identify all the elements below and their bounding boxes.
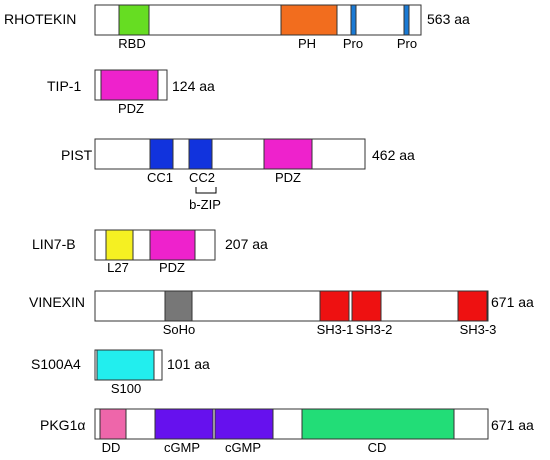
domain-label-pdz: PDZ [275,170,301,185]
protein-length-s100a4: 101 aa [167,356,210,372]
bzip-bracket [195,187,217,194]
domain-label-sh3-2: SH3-2 [356,322,393,337]
protein-row-vinexin: VINEXIN 671 aa SoHo SH3-1 SH3-2 SH3-3 [29,290,534,337]
domain-ph [280,4,338,36]
protein-row-lin7-b: LIN7-B 207 aa L27 PDZ [32,229,268,275]
domain-label-pro-1: Pro [343,36,363,51]
domain-pro-2 [403,4,410,36]
domain-label-soho: SoHo [163,322,196,337]
protein-row-tip-1: TIP-1 124 aa PDZ [47,69,215,116]
domain-s100 [96,349,155,381]
domain-label-pdz: PDZ [159,260,185,275]
domain-label-cc2: CC2 [189,170,215,185]
domain-sh3-3 [457,290,488,322]
domain-label-sh3-3: SH3-3 [460,322,497,337]
domain-label-dd: DD [102,440,121,455]
protein-name-lin7-b: LIN7-B [32,236,76,252]
domain-sh3-2 [351,290,382,322]
protein-name-pist: PIST [61,147,93,163]
protein-row-s100a4: S100A4 101 aa S100 [31,349,210,396]
domain-cd [301,408,455,440]
domain-soho [164,290,193,322]
domain-label-l27: L27 [107,260,129,275]
protein-name-tip-1: TIP-1 [47,78,81,94]
protein-row-pkg1a: PKG1α 671 aa DD cGMP cGMP CD [40,408,534,455]
protein-name-s100a4: S100A4 [31,356,81,372]
domain-label-s100: S100 [111,381,141,396]
domain-label-rbd: RBD [118,36,145,51]
domain-label-cd: CD [368,440,387,455]
domain-sh3-1 [319,290,350,322]
domain-dd [99,408,127,440]
protein-bar-pist [94,138,366,170]
protein-length-lin7-b: 207 aa [225,236,268,252]
domain-rbd [118,4,150,36]
domain-label-cgmp-2: cGMP [225,440,261,455]
protein-name-rhotekin: RHOTEKIN [4,11,76,27]
protein-row-rhotekin: RHOTEKIN 563 aa RBD PH Pro Pro [4,4,470,51]
domain-cgmp-2 [214,408,274,440]
domain-pro-1 [350,4,357,36]
protein-name-pkg1a: PKG1α [40,417,85,433]
domain-cgmp-1 [154,408,214,440]
annotation-label-bzip: b-ZIP [189,197,221,212]
domain-label-pdz: PDZ [118,101,144,116]
domain-pdz [149,229,196,261]
domain-label-ph: PH [298,36,316,51]
protein-length-vinexin: 671 aa [491,294,534,310]
protein-name-vinexin: VINEXIN [29,294,85,310]
domain-label-cgmp-1: cGMP [164,440,200,455]
domain-cc2 [188,138,213,170]
domain-cc1 [149,138,174,170]
protein-length-pist: 462 aa [372,147,415,163]
protein-row-pist: PIST 462 aa CC1 CC2 PDZ b-ZIP [61,138,415,212]
domain-label-sh3-1: SH3-1 [317,322,354,337]
domain-label-cc1: CC1 [147,170,173,185]
protein-length-pkg1a: 671 aa [491,417,534,433]
domain-l27 [105,229,134,261]
protein-bar-vinexin [94,290,489,322]
domain-pdz [263,138,313,170]
domain-label-pro-2: Pro [397,36,417,51]
domain-pdz [100,69,159,101]
protein-length-tip-1: 124 aa [172,78,215,94]
protein-length-rhotekin: 563 aa [427,11,470,27]
